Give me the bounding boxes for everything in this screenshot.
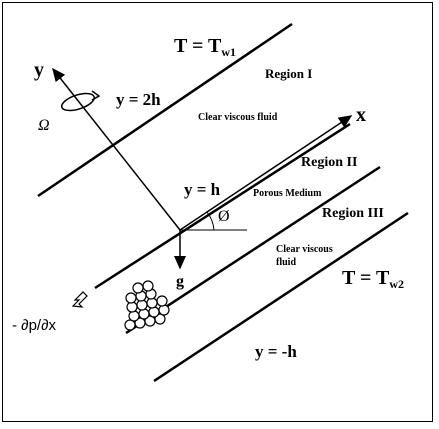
- y-neg-h-label: y = -h: [255, 342, 297, 361]
- omega-label: Ω: [38, 117, 50, 134]
- boundary-line-lower-porous: [125, 165, 381, 335]
- region-3-label: Region III: [322, 206, 384, 221]
- rotation-arrow-icon: [91, 90, 101, 101]
- pressure-arrow-icon: [71, 291, 88, 308]
- y-h-label: y = h: [184, 180, 221, 199]
- region-1-label: Region I: [265, 66, 312, 81]
- upper-fluid-label: Clear viscous fluid: [198, 112, 278, 123]
- diagram-frame: [2, 2, 433, 422]
- y-2h-label: y = 2h: [116, 90, 161, 109]
- top-temperature-label: T = Tw1: [174, 35, 236, 59]
- angle-arc: [206, 211, 215, 231]
- porous-medium-label: Porous Medium: [253, 188, 322, 199]
- boundary-line-top: [37, 22, 293, 198]
- boundary-line-upper-porous: [94, 122, 351, 290]
- rotation-ellipse: [60, 92, 96, 112]
- lower-fluid-label-line2: fluid: [276, 257, 296, 268]
- x-axis-label: x: [356, 104, 366, 126]
- angle-label: Ø: [218, 208, 230, 225]
- pressure-gradient-label: - ∂p/∂x: [12, 317, 56, 334]
- bottom-temperature-label: T = Tw2: [342, 267, 404, 291]
- y-axis-label: y: [34, 59, 44, 81]
- x-axis-arrow: [179, 115, 353, 231]
- region-2-label: Region II: [301, 155, 357, 170]
- boundary-line-bottom: [153, 211, 409, 383]
- lower-fluid-label-line1: Clear viscous: [276, 244, 333, 255]
- gravity-label: g: [176, 273, 184, 290]
- porous-spheres-icon: [124, 280, 170, 331]
